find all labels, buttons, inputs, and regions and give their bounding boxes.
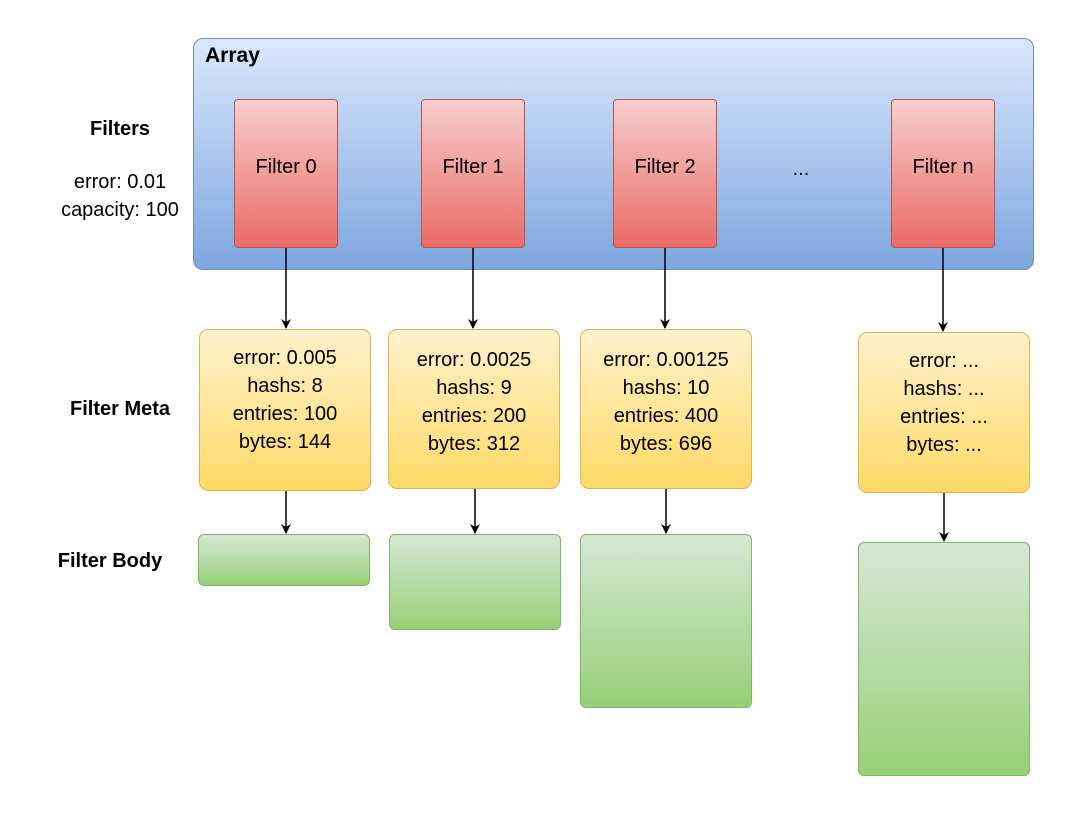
filter-ellipsis: ... bbox=[792, 158, 810, 180]
filter-body-label: Filter Body bbox=[57, 550, 163, 572]
meta-2-hashs: hashs: 10 bbox=[622, 377, 710, 399]
meta-2-entries: entries: 400 bbox=[613, 405, 719, 427]
filter-2-label: Filter 2 bbox=[634, 156, 696, 178]
meta-1-entries: entries: 200 bbox=[421, 405, 527, 427]
filter-0-box: Filter 0 bbox=[234, 99, 338, 248]
filter-2-box: Filter 2 bbox=[613, 99, 717, 248]
filter-n-box: Filter n bbox=[891, 99, 995, 248]
meta-0-hashs: hashs: 8 bbox=[247, 375, 323, 397]
meta-1-hashs: hashs: 9 bbox=[436, 377, 512, 399]
filters-error-label: error: 0.01 bbox=[73, 171, 167, 193]
filter-body-0 bbox=[198, 534, 370, 586]
meta-n-bytes: bytes: ... bbox=[906, 434, 982, 456]
filter-meta-n: error: ... hashs: ... entries: ... bytes… bbox=[858, 332, 1030, 493]
meta-2-bytes: bytes: 696 bbox=[619, 433, 713, 455]
filter-body-n bbox=[858, 542, 1030, 776]
filter-1-box: Filter 1 bbox=[421, 99, 525, 248]
filters-capacity-label: capacity: 100 bbox=[61, 199, 179, 221]
filter-meta-label: Filter Meta bbox=[69, 398, 171, 420]
filter-body-1 bbox=[389, 534, 561, 630]
meta-n-entries: entries: ... bbox=[900, 406, 988, 428]
filter-n-label: Filter n bbox=[912, 156, 974, 178]
meta-1-error: error: 0.0025 bbox=[416, 349, 532, 371]
meta-n-hashs: hashs: ... bbox=[903, 378, 985, 400]
filter-1-label: Filter 1 bbox=[442, 156, 504, 178]
filter-meta-1: error: 0.0025 hashs: 9 entries: 200 byte… bbox=[388, 329, 560, 489]
filter-meta-0: error: 0.005 hashs: 8 entries: 100 bytes… bbox=[199, 329, 371, 491]
meta-0-bytes: bytes: 144 bbox=[238, 431, 332, 453]
filter-meta-2: error: 0.00125 hashs: 10 entries: 400 by… bbox=[580, 329, 752, 489]
meta-0-error: error: 0.005 bbox=[233, 347, 337, 369]
meta-n-error: error: ... bbox=[908, 350, 979, 372]
filter-body-2 bbox=[580, 534, 752, 708]
meta-2-error: error: 0.00125 bbox=[603, 349, 729, 371]
filters-label: Filters bbox=[89, 118, 151, 140]
meta-1-bytes: bytes: 312 bbox=[427, 433, 521, 455]
filter-0-label: Filter 0 bbox=[255, 156, 317, 178]
array-title: Array bbox=[205, 44, 260, 67]
meta-0-entries: entries: 100 bbox=[232, 403, 338, 425]
